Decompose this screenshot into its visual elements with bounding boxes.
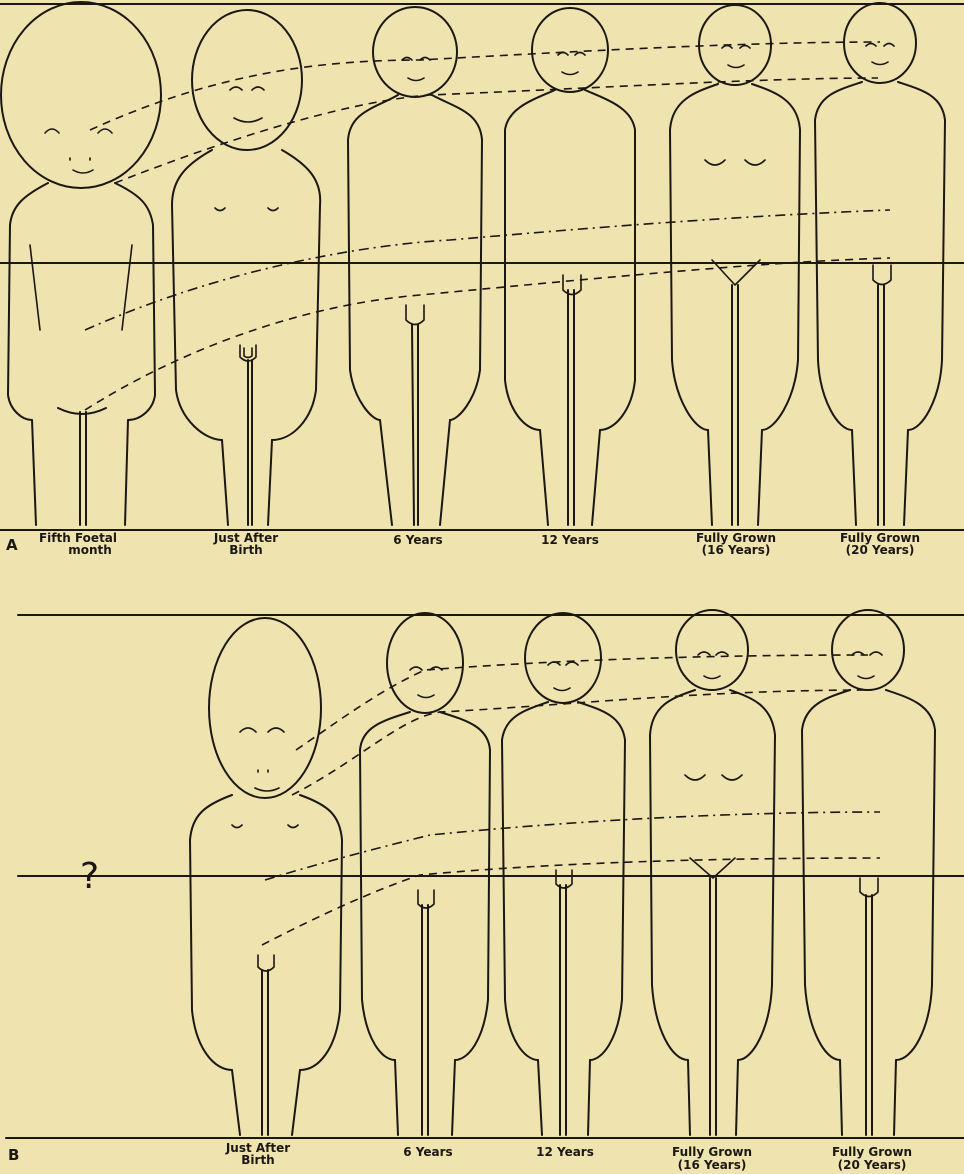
figure-a-12-years [505,8,635,525]
figure-label-line1: Fully Grown [672,1145,752,1159]
figure-label-line2: (20 Years) [846,543,915,557]
panel-a-chin-line [115,78,878,183]
panel-a-crotch-line [85,258,890,410]
panel-b-chin-line [292,690,868,795]
figure-label-line2: (16 Years) [702,543,771,557]
figure-label-line1: 6 Years [393,533,442,547]
figure-label-line1: 12 Years [541,533,599,547]
figure-b-6-years [360,613,490,1135]
panel-a-letter: A [6,536,18,554]
figure-b-fully-grown-20 [802,610,935,1135]
figure-a-6-years [348,7,482,525]
panel-a-navel-line [85,210,890,330]
figure-a-fully-grown-16 [670,5,800,525]
figure-label-line1: 6 Years [403,1145,452,1159]
panel-a-eye-line [90,42,880,130]
figure-label-line2: Birth [229,543,262,557]
figure-a-just-after-birth [172,10,320,525]
figure-label-line1: 12 Years [536,1145,594,1159]
figure-b-fully-grown-16 [650,610,775,1135]
panel-b: B ? Just After Birth 6 Years 12 Years Fu… [6,610,964,1172]
figure-label-line2: Birth [241,1153,274,1167]
figure-b-12-years [502,613,625,1135]
figure-label-line2: (16 Years) [678,1158,747,1172]
figure-label-line2: month [68,543,112,557]
figure-label-line2: (20 Years) [838,1158,907,1172]
panel-b-crotch-line [262,858,880,945]
figure-label-line1: Fully Grown [832,1145,912,1159]
panel-a: A Fifth Foetal month Just After Birth 6 … [0,2,964,557]
question-mark: ? [80,856,99,897]
panel-b-letter: B [8,1146,19,1164]
